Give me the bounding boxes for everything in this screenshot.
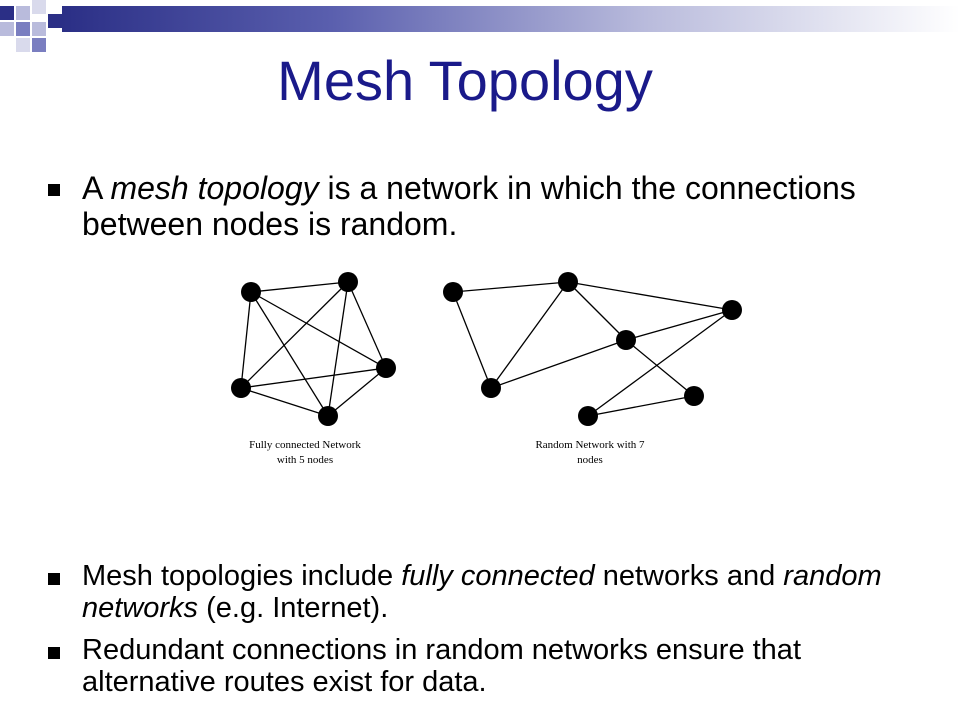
network-edge xyxy=(250,281,349,293)
bullet-text: (e.g. Internet). xyxy=(198,592,389,624)
fully-connected-network xyxy=(231,272,396,426)
caption-line: Random Network with 7 xyxy=(535,439,645,451)
network-edge xyxy=(625,309,733,341)
network-edge xyxy=(240,367,387,389)
bullet-text-emphasis: random networks xyxy=(82,560,882,624)
network-node xyxy=(481,378,501,398)
network-edge xyxy=(452,281,569,293)
bullet-text-prefix: A xyxy=(82,170,111,206)
network-node xyxy=(376,358,396,378)
network-edge xyxy=(240,291,252,389)
corner-decoration xyxy=(0,0,80,60)
network-node xyxy=(338,272,358,292)
slide-title: Mesh Topology xyxy=(277,49,653,112)
square-bullet-icon xyxy=(48,184,60,196)
network-node xyxy=(241,282,261,302)
caption-line: with 5 nodes xyxy=(276,454,334,466)
network-edge xyxy=(625,339,695,397)
network-edge xyxy=(587,395,695,417)
bullet-mesh-definition: A mesh topology is a network in which th… xyxy=(48,170,928,242)
header-gradient-bar xyxy=(62,6,960,32)
detail-bullet-list: Mesh topologies include fully connected … xyxy=(48,560,928,708)
square-bullet-icon xyxy=(48,647,60,659)
network-node xyxy=(443,282,463,302)
bullet-text: networks and xyxy=(594,560,784,592)
square-bullet-icon xyxy=(48,573,60,585)
network-edge xyxy=(327,281,349,417)
network-edge xyxy=(250,291,329,417)
caption-line: nodes xyxy=(577,454,603,466)
network-node xyxy=(318,406,338,426)
network-edge xyxy=(327,367,387,417)
network-edge xyxy=(240,281,349,389)
network-node xyxy=(722,300,742,320)
network-edge xyxy=(347,281,387,369)
network-node xyxy=(684,386,704,406)
network-node xyxy=(231,378,251,398)
bullet-text-suffix: is a network in which the connections be… xyxy=(82,170,856,242)
bullet-text: Mesh topologies include xyxy=(82,560,402,592)
bullet-redundancy: Redundant connections in random networks… xyxy=(48,634,928,698)
network-edge xyxy=(567,281,627,341)
bullet-text: Redundant connections in random networks… xyxy=(82,634,801,698)
random-network-caption: Random Network with 7 nodes xyxy=(515,438,665,468)
bullet-text-emphasis: fully connected xyxy=(401,560,595,592)
network-node xyxy=(558,272,578,292)
random-network xyxy=(443,272,742,426)
network-edge xyxy=(490,281,569,389)
network-edge xyxy=(240,387,329,417)
bullet-text-emphasis: mesh topology xyxy=(110,170,319,206)
network-edge xyxy=(250,291,387,369)
fully-connected-caption: Fully connected Network with 5 nodes xyxy=(230,438,380,468)
network-edge xyxy=(587,309,733,417)
network-edge xyxy=(567,281,733,311)
caption-line: Fully connected Network xyxy=(249,439,361,451)
network-node xyxy=(578,406,598,426)
intro-bullet-list: A mesh topology is a network in which th… xyxy=(48,170,928,252)
network-edge xyxy=(490,339,627,389)
network-edge xyxy=(452,291,492,389)
network-node xyxy=(616,330,636,350)
bullet-mesh-types: Mesh topologies include fully connected … xyxy=(48,560,928,624)
